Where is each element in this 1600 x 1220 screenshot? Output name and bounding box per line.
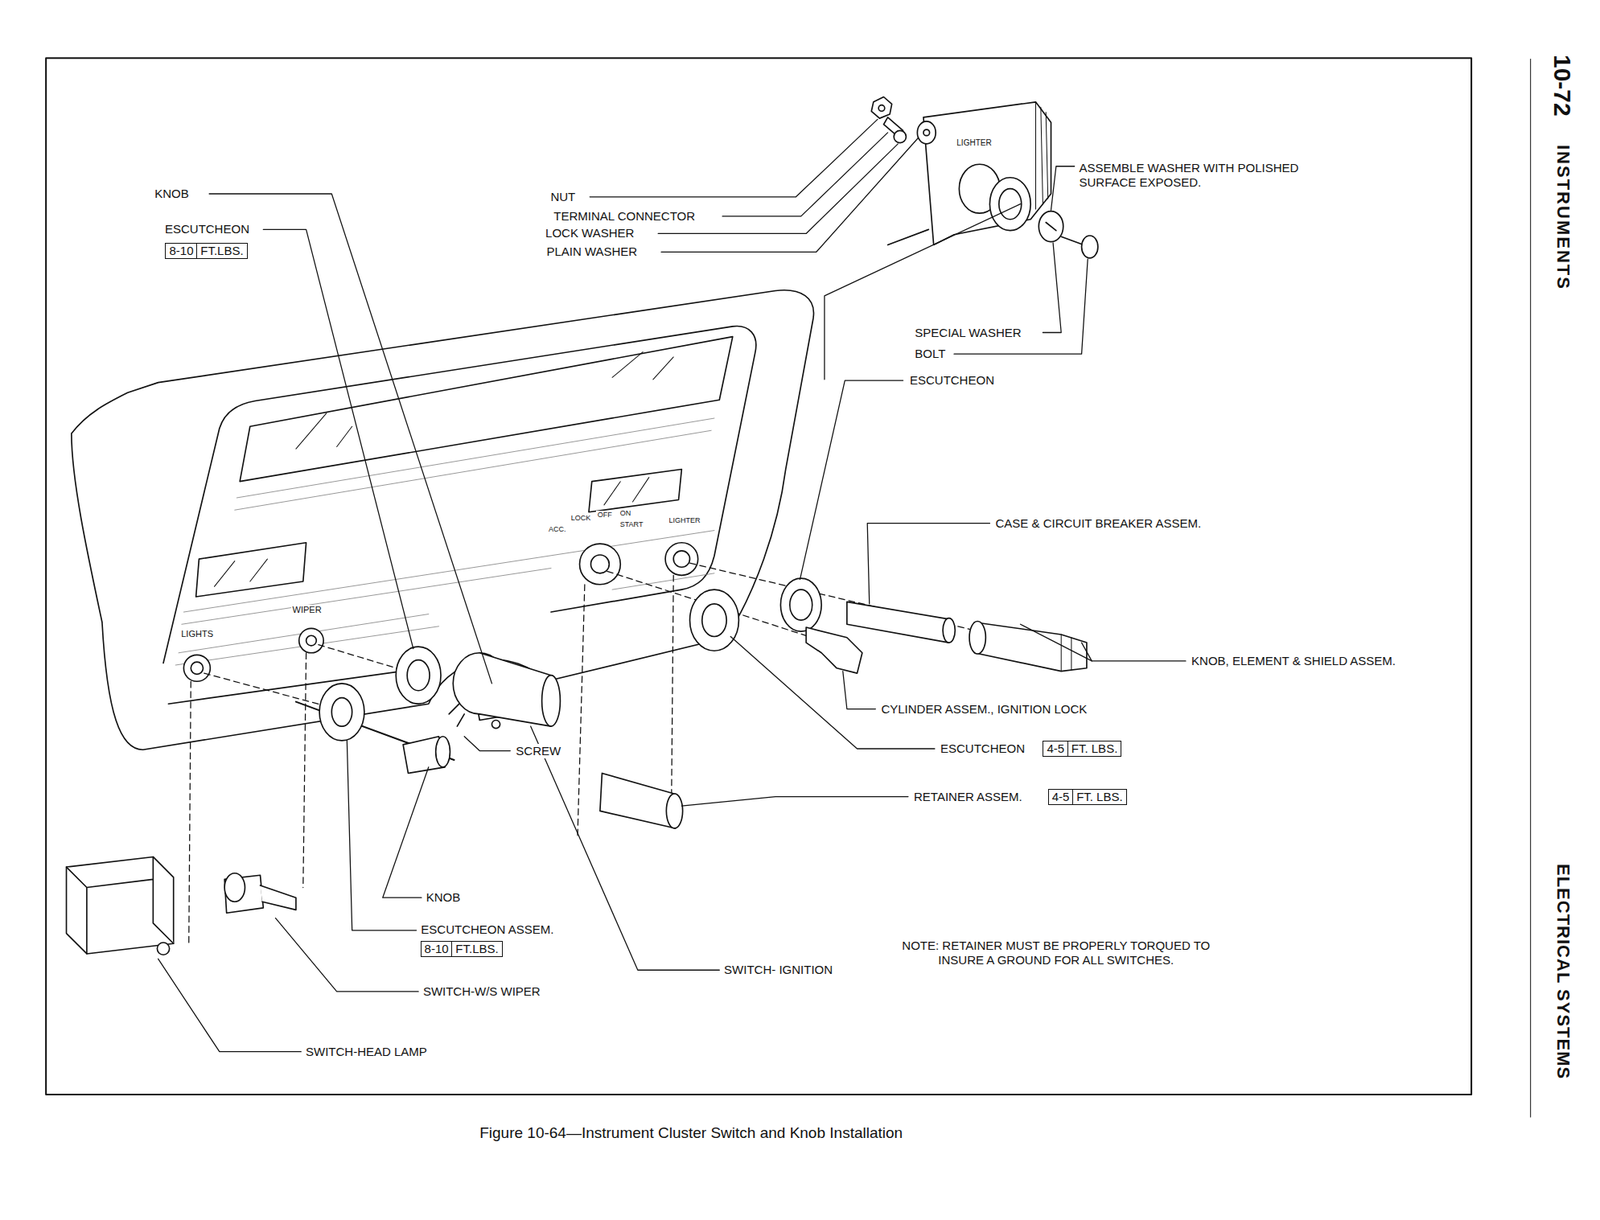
part-name: KNOB xyxy=(152,186,191,202)
part-name: RETAINER ASSEM. xyxy=(912,789,1025,805)
figure-frame xyxy=(45,57,1472,1095)
torque-value: 4-5 xyxy=(1042,740,1069,757)
panel-marking: LIGHTER xyxy=(954,138,993,149)
part-name: CASE & CIRCUIT BREAKER ASSEM. xyxy=(994,516,1204,531)
part-name: KNOB, ELEMENT & SHIELD ASSEM. xyxy=(1189,653,1398,669)
part-name: ESCUTCHEON xyxy=(938,741,1027,757)
torque-value: 4-5 xyxy=(1048,789,1074,806)
panel-marking: ACC. xyxy=(547,525,568,535)
part-name: KNOB xyxy=(424,890,463,905)
section-heading: ELECTRICAL SYSTEMS xyxy=(1552,862,1574,1082)
part-name: ESCUTCHEON xyxy=(163,222,251,237)
part-name: SCREW xyxy=(514,744,563,759)
instrument-panel xyxy=(71,290,815,750)
part-name: BOLT xyxy=(913,346,947,362)
panel-marking: LOCK xyxy=(569,514,593,523)
part-name: PLAIN WASHER xyxy=(544,244,639,260)
assembly-note: ASSEMBLE WASHER WITH POLISHED SURFACE EX… xyxy=(1077,160,1304,190)
part-name: SWITCH- IGNITION xyxy=(722,962,835,978)
torque-unit: FT.LBS. xyxy=(196,242,247,260)
part-name: SWITCH-HEAD LAMP xyxy=(304,1044,429,1060)
part-name: LOCK WASHER xyxy=(543,226,636,241)
panel-marking: OFF xyxy=(596,510,614,520)
alignment-lines xyxy=(189,563,1006,944)
leader-lines xyxy=(158,119,1186,1052)
part-name: ESCUTCHEON xyxy=(908,373,996,388)
panel-marking: ON xyxy=(618,509,634,519)
part-name: CYLINDER ASSEM., IGNITION LOCK xyxy=(879,702,1089,717)
service-note: NOTE: RETAINER MUST BE PROPERLY TORQUED … xyxy=(901,938,1212,968)
part-name: TERMINAL CONNECTOR xyxy=(551,209,697,224)
torque-unit: FT.LBS. xyxy=(451,941,502,958)
panel-marking: LIGHTS xyxy=(179,629,215,640)
part-name: SWITCH-W/S WIPER xyxy=(421,984,543,1000)
parts xyxy=(66,96,1099,955)
torque-unit: FT. LBS. xyxy=(1072,789,1127,806)
torque-unit: FT. LBS. xyxy=(1067,740,1123,757)
torque-value: 8-10 xyxy=(164,242,198,260)
torque-value: 8-10 xyxy=(420,941,453,958)
page-rule xyxy=(1530,59,1531,1118)
panel-marking: LIGHTER xyxy=(667,516,703,526)
page-number: 10-72 xyxy=(1547,53,1577,119)
part-name: ESCUTCHEON ASSEM. xyxy=(419,922,556,938)
figure-caption: Figure 10-64—Instrument Cluster Switch a… xyxy=(479,1124,903,1143)
panel-marking: START xyxy=(618,520,646,530)
part-name: SPECIAL WASHER xyxy=(913,325,1023,341)
panel-marking: WIPER xyxy=(291,604,324,616)
part-name: NUT xyxy=(548,189,577,205)
section-heading: INSTRUMENTS xyxy=(1552,143,1574,293)
